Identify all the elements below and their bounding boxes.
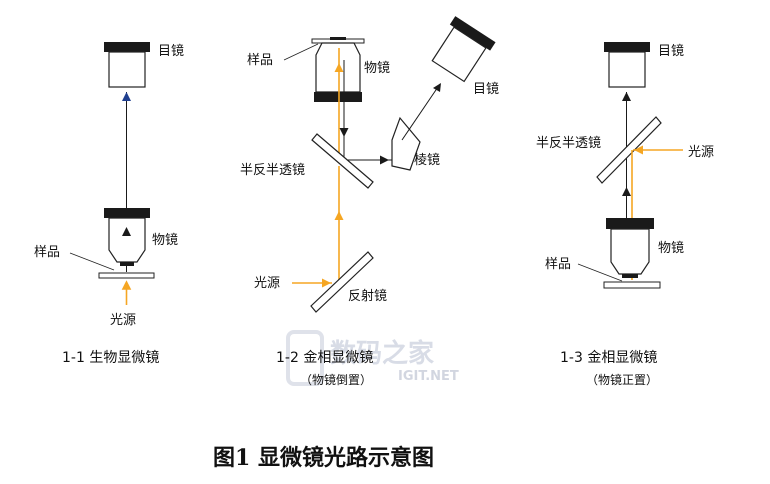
beamsplitter (596, 116, 662, 184)
beam-arrow-down (339, 128, 349, 137)
beam-arrow-up (622, 187, 631, 196)
beam-arrow-up (122, 227, 131, 236)
panel-1-1: 目镜 物镜 样品 光源 1-1 生物显微镜 (34, 42, 184, 366)
objective-lens (104, 208, 150, 266)
beam-arrow-up (334, 211, 344, 220)
sample-pointer (69, 252, 115, 271)
panel-1-2: 样品 物镜 半反半透镜 棱镜 目镜 (240, 16, 499, 387)
objective-lens (606, 218, 654, 278)
label-reflector: 反射镜 (348, 288, 387, 304)
sample-slide (603, 281, 661, 289)
label-prism: 棱镜 (414, 152, 440, 168)
label-objective: 物镜 (658, 241, 684, 256)
beam-arrow-right (380, 155, 389, 165)
watermark-url: IGIT.NET (398, 369, 459, 384)
label-beamsplitter: 半反半透镜 (240, 163, 305, 178)
label-objective: 物镜 (364, 61, 390, 76)
beam-arrow-diagonal (433, 83, 441, 92)
caption-1-1: 1-1 生物显微镜 (62, 350, 159, 366)
beam-arrow-right (322, 278, 331, 288)
reflector-mirror (310, 251, 374, 313)
figure-title: 图1 显微镜光路示意图 (213, 445, 434, 471)
beamsplitter (311, 133, 374, 189)
watermark: 数码之家 IGIT.NET (286, 330, 459, 386)
image-path-diagonal (401, 83, 441, 141)
eyepiece (604, 42, 650, 88)
label-sample: 样品 (545, 257, 571, 272)
label-objective: 物镜 (152, 233, 178, 248)
beam-arrow-left (634, 145, 643, 155)
subcaption-1-3: （物镜正置） (586, 372, 658, 387)
sample-pointer (577, 263, 623, 282)
beam-arrow-up (334, 63, 344, 72)
panel-1-3: 目镜 半反半透镜 光源 物镜 样品 1-3 金相显微镜 （物镜正置） (536, 42, 714, 387)
watermark-brand: 数码之家 (330, 338, 434, 369)
label-light-source: 光源 (688, 145, 714, 160)
sample-pointer (283, 43, 319, 61)
label-eyepiece: 目镜 (473, 82, 499, 97)
caption-1-3: 1-3 金相显微镜 (560, 350, 657, 366)
label-light-source: 光源 (110, 313, 136, 328)
label-sample: 样品 (34, 245, 60, 260)
eyepiece (104, 42, 150, 88)
prism (391, 116, 421, 171)
label-light-source: 光源 (254, 276, 280, 291)
subcaption-1-2: （物镜倒置） (300, 372, 372, 387)
eyepiece (431, 16, 496, 83)
label-eyepiece: 目镜 (158, 44, 184, 59)
label-eyepiece: 目镜 (658, 44, 684, 59)
label-beamsplitter: 半反半透镜 (536, 136, 601, 151)
watermark-logo (286, 330, 324, 386)
label-sample: 样品 (247, 53, 273, 68)
beam-arrow-up (622, 92, 631, 101)
sample-slide (98, 272, 155, 279)
beam-arrow-up (122, 92, 131, 101)
caption-1-2: 1-2 金相显微镜 (276, 350, 373, 366)
